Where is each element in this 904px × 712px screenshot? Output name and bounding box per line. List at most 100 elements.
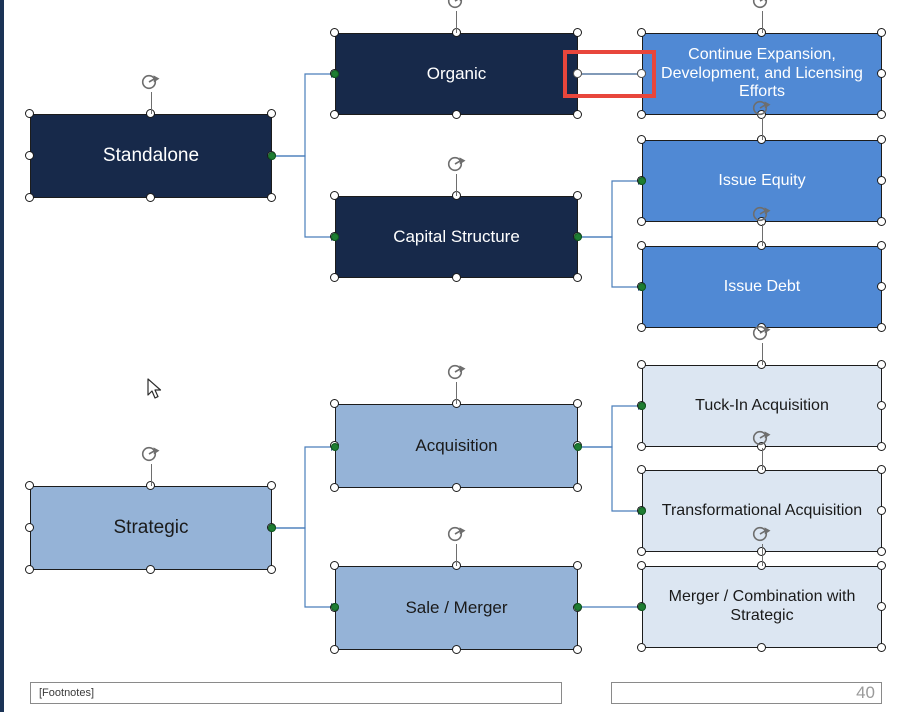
rotation-stem-standalone[interactable]	[150, 92, 152, 114]
rotation-stem-organic[interactable]	[456, 11, 457, 33]
resize-handle-s-capital[interactable]	[451, 273, 461, 282]
rotation-handle-icon[interactable]	[751, 428, 773, 448]
resize-handle-ne-capital[interactable]	[573, 191, 582, 200]
resize-handle-sw-debt[interactable]	[637, 323, 646, 332]
shape-merger-combination[interactable]: Merger / Combination with Strategic	[642, 566, 882, 648]
resize-handle-ne-standalone[interactable]	[267, 109, 276, 118]
resize-handle-s-standalone[interactable]	[146, 193, 155, 202]
resize-handle-s-salemerger[interactable]	[451, 645, 461, 654]
rotation-handle-icon[interactable]	[751, 0, 773, 11]
shape-issue-debt[interactable]: Issue Debt	[642, 246, 882, 328]
resize-handle-nw-standalone[interactable]	[25, 109, 34, 118]
shape-organic[interactable]: Organic	[335, 33, 578, 115]
rotation-handle-icon[interactable]	[751, 524, 773, 544]
footnotes-placeholder[interactable]: [Footnotes]	[30, 682, 562, 704]
connection-point-organic-west[interactable]	[331, 70, 339, 78]
resize-handle-e-mergercomb[interactable]	[877, 602, 886, 611]
connection-point-capital-east[interactable]	[574, 233, 582, 241]
resize-handle-e-transformational[interactable]	[877, 506, 886, 515]
rotation-stem-acquisition[interactable]	[456, 382, 457, 404]
rotation-handle-icon[interactable]	[446, 362, 468, 382]
resize-handle-se-organic[interactable]	[573, 110, 582, 119]
resize-handle-se-mergercomb[interactable]	[877, 643, 886, 652]
page-number-placeholder[interactable]: 40	[611, 682, 882, 704]
rotation-handle-icon[interactable]	[140, 72, 162, 92]
connector-endpoint-organic-continue-end[interactable]	[637, 69, 646, 78]
connection-point-debt-west[interactable]	[638, 283, 646, 291]
resize-handle-sw-equity[interactable]	[637, 217, 646, 226]
rotation-handle-icon[interactable]	[140, 444, 162, 464]
shape-transformational-acquisition[interactable]: Transformational Acquisition	[642, 470, 882, 552]
resize-handle-s-strategic[interactable]	[146, 565, 155, 574]
connection-point-salemerger-west[interactable]	[331, 603, 339, 611]
rotation-stem-mergercomb[interactable]	[761, 544, 763, 566]
resize-handle-ne-strategic[interactable]	[267, 481, 276, 490]
resize-handle-ne-continue[interactable]	[877, 28, 886, 37]
connector-endpoint-organic-continue-start[interactable]	[573, 69, 582, 78]
resize-handle-s-organic[interactable]	[451, 110, 461, 119]
resize-handle-e-continue[interactable]	[877, 69, 886, 78]
resize-handle-nw-equity[interactable]	[637, 135, 646, 144]
connection-point-mergercomb-west[interactable]	[638, 603, 646, 611]
resize-handle-nw-capital[interactable]	[330, 191, 339, 200]
resize-handle-ne-mergercomb[interactable]	[877, 561, 886, 570]
shape-acquisition[interactable]: Acquisition	[335, 404, 578, 488]
resize-handle-nw-transformational[interactable]	[637, 465, 646, 474]
resize-handle-ne-tuckin[interactable]	[877, 360, 886, 369]
resize-handle-w-standalone[interactable]	[25, 151, 34, 160]
resize-handle-sw-mergercomb[interactable]	[637, 643, 646, 652]
rotation-stem-continue[interactable]	[761, 11, 763, 33]
shape-sale-merger[interactable]: Sale / Merger	[335, 566, 578, 650]
rotation-stem-tuckin[interactable]	[761, 343, 763, 365]
connection-point-capital-west[interactable]	[331, 233, 339, 241]
resize-handle-se-acquisition[interactable]	[573, 483, 582, 492]
resize-handle-nw-acquisition[interactable]	[330, 399, 339, 408]
rotation-handle-icon[interactable]	[446, 524, 468, 544]
resize-handle-nw-strategic[interactable]	[25, 481, 34, 490]
connection-point-standalone-east[interactable]	[268, 152, 276, 160]
resize-handle-se-strategic[interactable]	[267, 565, 276, 574]
resize-handle-nw-debt[interactable]	[637, 241, 646, 250]
resize-handle-sw-capital[interactable]	[330, 273, 339, 282]
resize-handle-s-acquisition[interactable]	[451, 483, 461, 492]
rotation-handle-icon[interactable]	[751, 204, 773, 224]
rotation-handle-icon[interactable]	[446, 0, 468, 11]
resize-handle-se-salemerger[interactable]	[573, 645, 582, 654]
resize-handle-nw-tuckin[interactable]	[637, 360, 646, 369]
rotation-stem-equity[interactable]	[761, 118, 763, 140]
resize-handle-nw-mergercomb[interactable]	[637, 561, 646, 570]
resize-handle-ne-salemerger[interactable]	[573, 561, 582, 570]
connection-point-acquisition-west[interactable]	[331, 443, 339, 451]
connection-point-acquisition-east[interactable]	[574, 443, 582, 451]
resize-handle-sw-tuckin[interactable]	[637, 442, 646, 451]
resize-handle-e-equity[interactable]	[877, 176, 886, 185]
resize-handle-ne-acquisition[interactable]	[573, 399, 582, 408]
resize-handle-se-debt[interactable]	[877, 323, 886, 332]
resize-handle-w-strategic[interactable]	[25, 523, 34, 532]
resize-handle-nw-continue[interactable]	[637, 28, 646, 37]
connection-point-tuckin-west[interactable]	[638, 402, 646, 410]
resize-handle-se-continue[interactable]	[877, 110, 886, 119]
resize-handle-ne-equity[interactable]	[877, 135, 886, 144]
rotation-stem-strategic[interactable]	[150, 464, 152, 486]
resize-handle-se-capital[interactable]	[573, 273, 582, 282]
shape-strategic[interactable]: Strategic	[30, 486, 272, 570]
rotation-stem-debt[interactable]	[761, 224, 763, 246]
resize-handle-ne-transformational[interactable]	[877, 465, 886, 474]
resize-handle-e-debt[interactable]	[877, 282, 886, 291]
rotation-handle-icon[interactable]	[446, 154, 468, 174]
rotation-stem-capital[interactable]	[456, 174, 457, 196]
resize-handle-sw-strategic[interactable]	[25, 565, 34, 574]
resize-handle-s-mergercomb[interactable]	[757, 643, 766, 652]
connection-point-equity-west[interactable]	[638, 177, 646, 185]
connection-point-strategic-east[interactable]	[268, 524, 276, 532]
connection-point-salemerger-east[interactable]	[574, 603, 582, 611]
resize-handle-ne-debt[interactable]	[877, 241, 886, 250]
resize-handle-sw-standalone[interactable]	[25, 193, 34, 202]
rotation-handle-icon[interactable]	[751, 98, 773, 118]
resize-handle-se-tuckin[interactable]	[877, 442, 886, 451]
rotation-stem-salemerger[interactable]	[456, 544, 457, 566]
resize-handle-nw-organic[interactable]	[330, 28, 339, 37]
resize-handle-sw-transformational[interactable]	[637, 547, 646, 556]
